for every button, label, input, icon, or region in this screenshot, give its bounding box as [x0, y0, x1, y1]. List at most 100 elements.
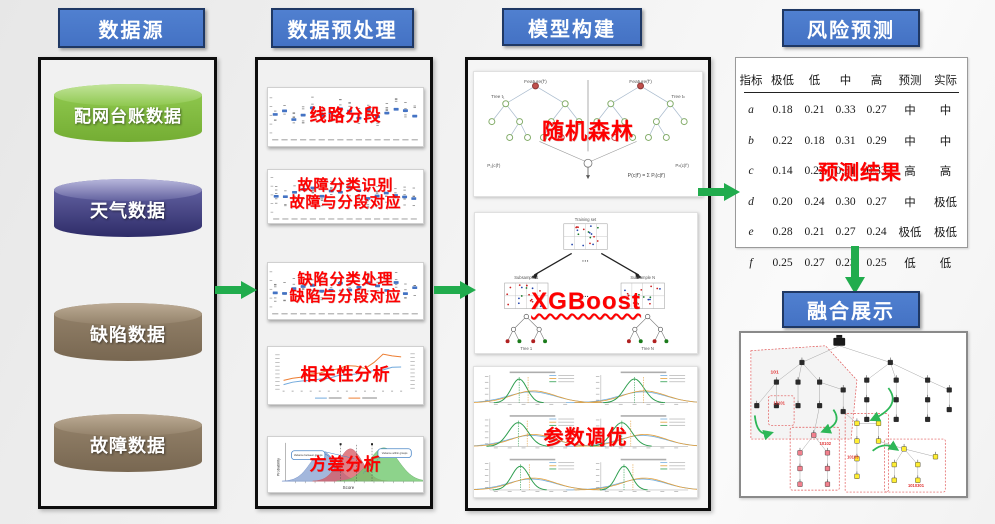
cylinder-green-shape — [54, 84, 202, 142]
arrow-down-icon — [845, 246, 865, 294]
cylinder-blue-shape — [54, 179, 202, 237]
table-cell: 0.27 — [804, 256, 825, 269]
table-cell: 高 — [939, 166, 952, 179]
stage-header-label: 融合展示 — [807, 301, 895, 323]
arrow-right-icon — [434, 281, 476, 299]
region-label-101: 101 — [771, 369, 779, 375]
table-cell: d — [748, 195, 754, 208]
preprocess-step-label: 故障分类识别 故障与分段对应 — [268, 177, 423, 212]
fusion-network-diagram: 101 10101 10102 10103 1010301 — [750, 334, 952, 493]
preprocess-step-label: 相关性分析 — [300, 365, 391, 384]
table-cell: 0.21 — [804, 226, 825, 239]
table-cell: e — [748, 226, 754, 239]
model-rf-label: 随机森林 — [541, 119, 634, 144]
column-header: 极低 — [771, 75, 794, 87]
table-cell: 0.25 — [866, 256, 887, 269]
chart-fault-classification: 故障分类识别 故障与分段对应 — [267, 169, 424, 224]
label-line2: 故障与分段对应 — [289, 193, 402, 211]
chart-variance-analysis: Variance between groups Variance within … — [267, 436, 424, 493]
region-label-10101: 10101 — [773, 401, 785, 406]
table-cell: 0.27 — [866, 195, 887, 208]
chart-defect-classification: 缺陷分类处理 缺陷与分段对应 — [267, 262, 424, 320]
svg-text:···: ··· — [582, 294, 589, 301]
table-cell: 0.18 — [804, 134, 825, 147]
table-cell: 0.23 — [835, 256, 856, 269]
stage-header-data-source: 数据源 — [58, 8, 205, 48]
scatter-chart — [269, 271, 418, 315]
table-cell: 0.27 — [835, 226, 856, 239]
preprocess-step-label: 方差分析 — [309, 455, 382, 474]
cylinder-fault-data: 故障数据 — [48, 412, 208, 474]
table-cell: 0.24 — [804, 195, 825, 208]
arrow-right-icon — [215, 281, 257, 299]
table-cell: 0.14 — [772, 165, 793, 178]
table-cell: 0.22 — [772, 134, 793, 147]
table-cell: 高 — [904, 166, 916, 179]
label-line1: 缺陷分类处理 — [297, 271, 394, 288]
stage-header-model: 模型构建 — [502, 8, 642, 46]
xgb-subsample1-label: Subsample 1 — [514, 275, 539, 280]
table-cell: 低 — [904, 257, 916, 270]
stage-header-label: 模型构建 — [528, 18, 616, 41]
table-cell: 中 — [904, 196, 916, 209]
rf-p-left: P₁(c|f′) — [487, 163, 501, 168]
scatter-chart — [269, 96, 418, 141]
cylinder-brown-shape — [54, 414, 202, 472]
preprocess-step-label: 缺陷分类处理 缺陷与分段对应 — [268, 271, 423, 306]
table-cell: 0.29 — [866, 134, 887, 147]
table-cell: b — [748, 134, 754, 147]
xgb-training-label: Training set — [575, 217, 597, 222]
rf-tree-left: Tree t₁ — [491, 94, 505, 99]
table-cell: a — [748, 104, 754, 117]
tuning-figure: 参数调优 — [473, 366, 698, 498]
cylinder-weather-data: 天气数据 — [48, 177, 208, 239]
cylinder-grid-ledger-data: 配网台账数据 — [48, 82, 208, 144]
scatter-chart — [270, 177, 417, 220]
xgboost-figure: ······ Training set Subsample 1 Subsampl… — [474, 212, 698, 354]
y-axis-label: Probability — [276, 458, 281, 476]
data-source-label: 故障数据 — [90, 436, 166, 456]
stage-header-risk: 风险预测 — [782, 9, 920, 47]
label-line1: 故障分类识别 — [297, 177, 394, 194]
table-header-divider — [744, 92, 959, 93]
region-label-10103: 10103 — [847, 455, 859, 460]
cylinder-brown-shape — [54, 303, 202, 361]
table-cell: 0.33 — [866, 165, 887, 178]
table-header-row: 指标极低低中高预测实际 — [736, 68, 967, 92]
table-cell: 极低 — [934, 196, 957, 209]
x-axis-label: Score — [343, 485, 355, 490]
data-source-label: 天气数据 — [90, 201, 166, 221]
table-cell: 0.24 — [866, 226, 887, 239]
chart-line-segmentation: 线路分段 — [267, 87, 424, 147]
table-cell: 0.31 — [835, 134, 856, 147]
table-cell: 0.30 — [835, 195, 856, 208]
distribution-chart: Variance between groups Variance within … — [276, 442, 423, 490]
rf-feature-left: Feature(f′) — [524, 79, 547, 85]
table-cell: 中 — [904, 135, 916, 148]
region-label-10102: 10102 — [820, 441, 832, 446]
callout-right-text: Variance within groups — [382, 451, 408, 455]
table-cell: 中 — [904, 105, 916, 118]
callout-left-text: Variance between groups — [294, 453, 323, 457]
rf-formula: P(c|f′) = Σ Pᵢ(c|f′) — [628, 173, 666, 179]
model-xgb-label: XGBoost — [531, 288, 641, 315]
fusion-network-figure: 101 10101 10102 10103 1010301 — [739, 331, 968, 498]
rf-feature-right: Feature(f′) — [629, 79, 652, 85]
table-cell: 0.31 — [835, 165, 856, 178]
table-cell: 0.20 — [772, 195, 793, 208]
table-cell: 0.28 — [772, 226, 793, 239]
table-cell: f — [749, 256, 753, 269]
tuning-plots — [474, 371, 697, 492]
random-forest-diagram: Feature(f′) Feature(f′) Tree t₁ Tree tₙ … — [487, 79, 689, 179]
table-cell: 0.27 — [866, 104, 887, 117]
table-cell: 极低 — [934, 227, 957, 240]
table-cell: c — [748, 165, 754, 178]
table-cell: 中 — [939, 135, 952, 148]
arrow-right-icon — [698, 183, 740, 201]
column-header: 高 — [870, 75, 883, 87]
